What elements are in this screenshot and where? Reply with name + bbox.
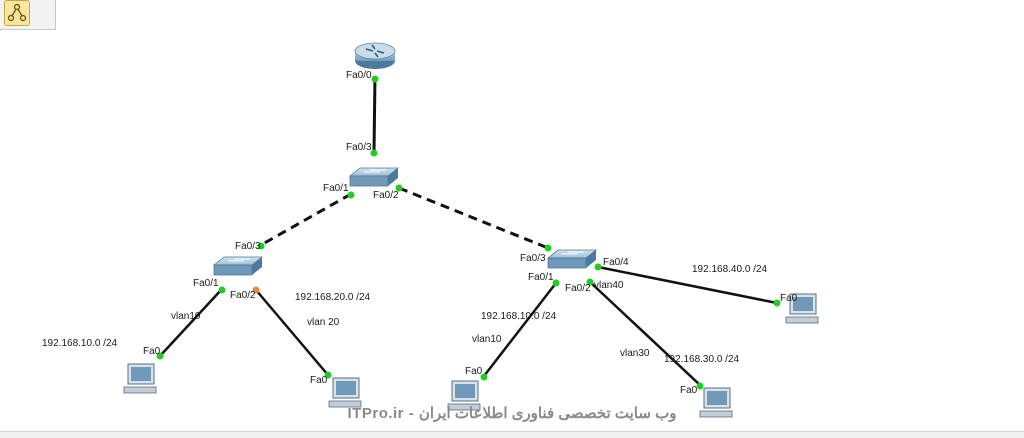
link-light	[544, 244, 552, 252]
pc-icon[interactable]	[447, 380, 481, 411]
cable-left-switch-pc-a[interactable]	[159, 288, 223, 357]
link-light	[371, 75, 379, 83]
vlan-label: vlan30	[620, 348, 650, 359]
workspace-bottom-scrollbar[interactable]	[0, 431, 1024, 438]
watermark: ITPro.ir - وب سایت تخصصی فناوری اطلاعات …	[348, 405, 677, 422]
port-label: Fa0/3	[235, 241, 261, 252]
link-light	[257, 242, 265, 250]
link-light	[395, 184, 403, 192]
cable-right-switch-pc-c[interactable]	[597, 265, 778, 305]
link-light	[324, 371, 332, 379]
logical-workspace-icon	[4, 0, 30, 26]
cable-core-left-switch[interactable]	[260, 192, 352, 247]
link-light	[480, 373, 488, 381]
port-label: Fa0/1	[323, 183, 349, 194]
cable-router-core[interactable]	[372, 75, 377, 153]
port-label: Fa0	[780, 293, 798, 304]
port-label: Fa0	[465, 366, 483, 377]
port-label: Fa0/1	[193, 278, 219, 289]
link-light	[218, 286, 226, 294]
link-light	[252, 286, 260, 294]
port-label: Fa0/3	[520, 253, 546, 264]
link-light	[156, 352, 164, 360]
switch-icon[interactable]	[546, 249, 598, 269]
port-label: Fa0/4	[603, 257, 629, 268]
port-label: Fa0/2	[230, 290, 256, 301]
link-light	[586, 278, 594, 286]
network-label: 192.168.10.0 /24	[481, 311, 557, 322]
pc-icon[interactable]	[123, 363, 157, 394]
port-label: Fa0/3	[346, 142, 372, 153]
cable-right-switch-pc-b[interactable]	[589, 281, 701, 386]
port-label: Fa0/1	[528, 272, 554, 283]
vlan-label: vlan10	[472, 334, 502, 345]
port-label: Fa0/2	[373, 190, 399, 201]
logical-view-tab[interactable]	[0, 0, 56, 30]
switch-icon[interactable]	[212, 256, 264, 276]
port-label: Fa0	[310, 375, 328, 386]
pc-icon[interactable]	[699, 387, 733, 418]
vlan-label: vlan10	[171, 311, 201, 322]
link-lights	[156, 75, 781, 390]
pc-icon[interactable]	[785, 293, 819, 324]
pc-icon[interactable]	[328, 377, 362, 408]
switch-icon[interactable]	[348, 167, 400, 187]
router-icon[interactable]	[354, 42, 396, 69]
port-label: Fa0/2	[565, 283, 591, 294]
network-label: 192.168.40.0 /24	[692, 264, 768, 275]
link-light	[347, 191, 355, 199]
port-label: Fa0/0	[346, 70, 372, 81]
cable-left-switch-pc-b[interactable]	[255, 289, 329, 376]
cable-core-right-switch[interactable]	[398, 186, 549, 250]
vlan-label: vlan 20	[307, 317, 340, 328]
cable-right-switch-pc-a[interactable]	[483, 282, 557, 377]
link-light	[773, 299, 781, 307]
cables	[159, 75, 778, 386]
port-label: Fa0	[680, 385, 698, 396]
network-label: 192.168.20.0 /24	[295, 292, 371, 303]
link-light	[696, 382, 704, 390]
network-label: 192.168.10.0 /24	[42, 338, 118, 349]
link-light	[370, 149, 378, 157]
network-label: 192.168.30.0 /24	[664, 354, 740, 365]
link-light	[594, 263, 602, 271]
vlan-label: vlan40	[594, 280, 624, 291]
port-label: Fa0	[143, 346, 161, 357]
link-light	[552, 279, 560, 287]
